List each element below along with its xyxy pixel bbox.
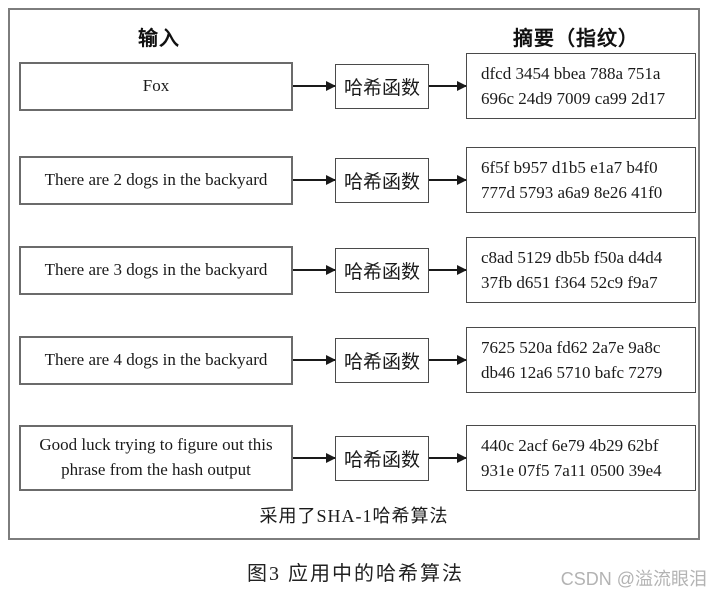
hash-function-label: 哈希函数 (343, 261, 420, 283)
arrow-right-icon (293, 265, 336, 275)
hash-example-row: There are 2 dogs in the backyard 哈希函数 6f… (19, 146, 697, 214)
hash-function-label: 哈希函数 (343, 351, 420, 373)
input-text-box: Fox (19, 61, 293, 111)
hash-function-label: 哈希函数 (343, 171, 420, 193)
algorithm-note: 采用了SHA-1哈希算法 (259, 506, 449, 526)
input-text-box: There are 3 dogs in the backyard (19, 245, 293, 295)
input-column-header: 输入 (138, 28, 180, 50)
digest-column-header: 摘要（指纹） (513, 28, 639, 50)
hash-example-row: Fox 哈希函数 dfcd 3454 bbea 788a 751a 696c 2… (19, 52, 697, 120)
input-text-box: There are 2 dogs in the backyard (19, 155, 293, 205)
digest-output-box: 7625 520a fd62 2a7e 9a8c db46 12a6 5710 … (466, 327, 696, 393)
digest-output-box: 6f5f b957 d1b5 e1a7 b4f0 777d 5793 a6a9 … (466, 147, 696, 213)
arrow-right-icon (293, 355, 336, 365)
input-text-line: There are 4 dogs in the backyard (44, 349, 268, 369)
digest-line: 696c 24d9 7009 ca99 2d17 (481, 89, 666, 108)
arrow-right-icon (429, 81, 467, 91)
input-text-line: phrase from the hash output (61, 460, 251, 479)
input-text-line: Good luck trying to figure out this (39, 435, 273, 455)
figure-caption: 图3 应用中的哈希算法 (247, 563, 464, 585)
hash-function-box: 哈希函数 (335, 247, 429, 293)
input-text-line: Fox (142, 75, 170, 95)
digest-output-box: dfcd 3454 bbea 788a 751a 696c 24d9 7009 … (466, 53, 696, 119)
arrow-right-icon (293, 175, 336, 185)
digest-output-box: 440c 2acf 6e79 4b29 62bf 931e 07f5 7a11 … (466, 425, 696, 491)
csdn-watermark: CSDN @溢流眼泪 (560, 569, 707, 589)
arrow-right-icon (429, 175, 467, 185)
input-text-box: There are 4 dogs in the backyard (19, 335, 293, 385)
arrow-right-icon (293, 81, 336, 91)
hash-function-box: 哈希函数 (335, 157, 429, 203)
hash-function-box: 哈希函数 (335, 435, 429, 481)
arrow-right-icon (429, 265, 467, 275)
digest-line: dfcd 3454 bbea 788a 751a (481, 63, 661, 83)
diagram-frame: 输入 摘要（指纹） Fox 哈希函数 dfcd 3454 bbea 788a 7… (8, 8, 700, 540)
digest-output-box: c8ad 5129 db5b f50a d4d4 37fb d651 f364 … (466, 237, 696, 303)
digest-line: 7625 520a fd62 2a7e 9a8c (481, 337, 661, 357)
hash-example-row: There are 3 dogs in the backyard 哈希函数 c8… (19, 236, 697, 304)
arrow-right-icon (429, 355, 467, 365)
input-text-line: There are 2 dogs in the backyard (44, 169, 268, 189)
arrow-right-icon (429, 453, 467, 463)
digest-line: db46 12a6 5710 bafc 7279 (481, 363, 663, 382)
arrow-right-icon (293, 453, 336, 463)
hash-function-box: 哈希函数 (335, 63, 429, 109)
input-text-line: There are 3 dogs in the backyard (44, 259, 268, 279)
digest-line: 37fb d651 f364 52c9 f9a7 (481, 273, 658, 292)
hash-function-label: 哈希函数 (343, 449, 420, 471)
hash-example-row: Good luck trying to figure out this phra… (19, 424, 697, 492)
hash-function-box: 哈希函数 (335, 337, 429, 383)
digest-line: 777d 5793 a6a9 8e26 41f0 (481, 183, 663, 202)
digest-line: 6f5f b957 d1b5 e1a7 b4f0 (481, 157, 658, 177)
digest-line: c8ad 5129 db5b f50a d4d4 (481, 247, 663, 267)
digest-line: 931e 07f5 7a11 0500 39e4 (481, 461, 662, 480)
hash-function-label: 哈希函数 (343, 77, 420, 99)
digest-line: 440c 2acf 6e79 4b29 62bf (481, 435, 659, 455)
input-text-box: Good luck trying to figure out this phra… (19, 425, 293, 491)
hash-example-row: There are 4 dogs in the backyard 哈希函数 76… (19, 326, 697, 394)
